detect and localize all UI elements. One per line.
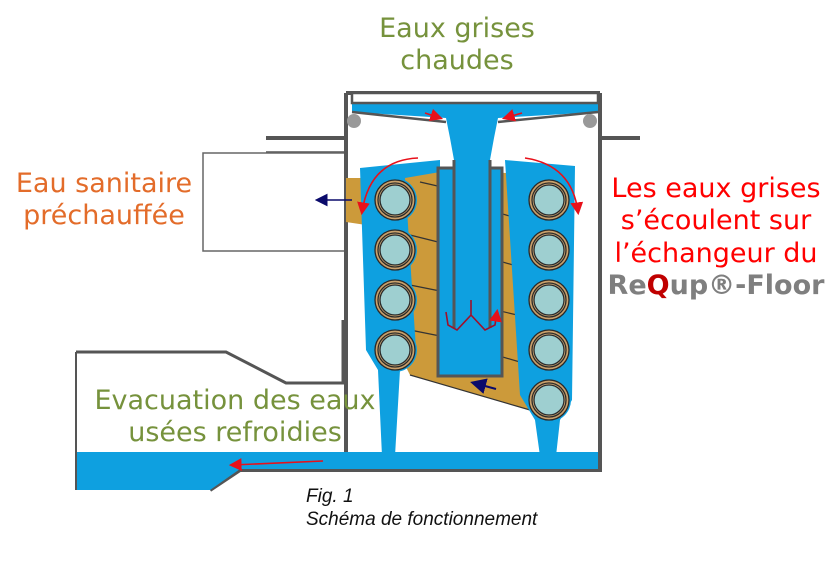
label-hot-greywater: Eaux grises chaudes: [352, 13, 562, 76]
label-line: préchauffée: [23, 199, 185, 231]
coil-pipe: [373, 328, 417, 372]
label-line: usées refroidies: [128, 416, 342, 448]
caption-title: Schéma de fonctionnement: [306, 508, 538, 530]
brand-prefix: Re: [607, 270, 647, 302]
coil-pipe: [373, 278, 417, 322]
figure-caption: Fig. 1 Schéma de fonctionnement: [306, 486, 537, 532]
label-preheated-water: Eau sanitaire préchauffée: [4, 168, 204, 231]
coils-right: [527, 178, 571, 422]
seal-left: [347, 114, 361, 128]
coil-pipe: [527, 278, 571, 322]
brand-highlight: Q: [646, 270, 670, 302]
label-line: chaudes: [400, 44, 514, 76]
label-cooled-evacuation: Evacuation des eaux usées refroidies: [70, 385, 400, 448]
floor-lines: [266, 136, 640, 153]
drain-outline: [76, 320, 345, 385]
label-flow-description: Les eaux grises s’écoulent sur l’échange…: [598, 173, 834, 303]
arrow-spill-right: [524, 157, 584, 216]
arrow-drain: [228, 458, 324, 471]
coil-pipe: [373, 178, 417, 222]
drain-channel: [76, 452, 598, 490]
label-line: Eau sanitaire: [15, 168, 193, 199]
coil-pipe: [527, 378, 571, 422]
caption-figure-number: Fig. 1: [306, 486, 354, 507]
central-tube: [436, 118, 504, 378]
label-line: l’échangeur du: [614, 237, 818, 269]
preheated-water-outlet: [202, 152, 347, 252]
label-line: s’écoulent sur: [620, 205, 812, 237]
coil-pipe: [527, 328, 571, 372]
arrow-spill-left: [357, 157, 419, 216]
brand-suffix: up®-Floor: [669, 270, 825, 302]
arrow-rise: [445, 300, 497, 332]
brand-name: ReQup®-Floor: [598, 270, 834, 302]
coil-pipe: [527, 228, 571, 272]
seal-right: [583, 114, 597, 128]
coil-pipe: [527, 178, 571, 222]
coils-left: [373, 178, 417, 372]
flow-arrows: [228, 108, 584, 471]
arrow-inflow-right: [501, 109, 523, 122]
arrow-inflow-left: [424, 108, 444, 122]
label-line: Evacuation des eaux: [94, 385, 376, 416]
label-line: Eaux grises: [379, 13, 535, 44]
label-line: Les eaux grises: [611, 173, 821, 204]
coil-pipe: [373, 228, 417, 272]
arrow-cold-in: [470, 378, 497, 394]
